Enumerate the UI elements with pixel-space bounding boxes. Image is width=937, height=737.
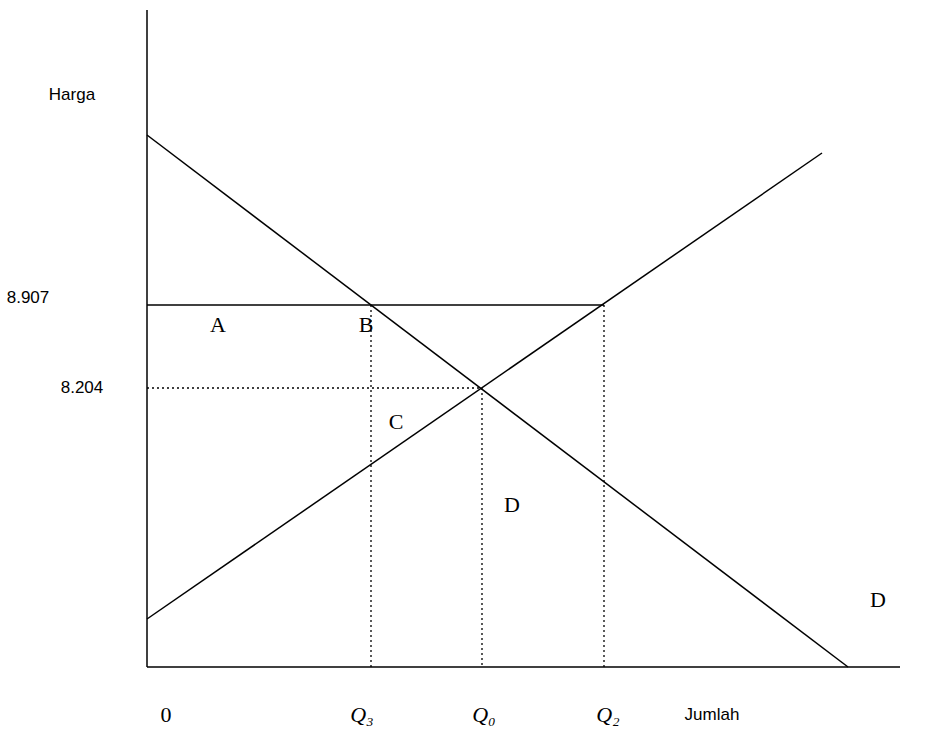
quantity-guide <box>481 388 482 667</box>
supply-curve <box>147 153 822 619</box>
axis-title: Jumlah <box>685 706 740 725</box>
quantity-label: Q₀ <box>472 703 496 727</box>
price-ceiling-line <box>147 304 604 306</box>
curve-label: D <box>870 588 886 612</box>
price-value: 8.204 <box>61 379 104 398</box>
area-label: C <box>389 410 404 434</box>
equilibrium-price-line <box>147 387 482 388</box>
price-value: 8.907 <box>7 289 50 308</box>
origin-label: 0 <box>161 703 172 727</box>
price-axis <box>146 10 148 667</box>
area-label: D <box>504 493 520 517</box>
area-label: B <box>359 313 374 337</box>
quantity-guide <box>370 305 371 667</box>
quantity-label: Q₂ <box>596 703 620 727</box>
axis-title: Harga <box>49 86 95 105</box>
area-label: A <box>210 313 226 337</box>
quantity-guide <box>603 305 604 667</box>
quantity-axis <box>147 666 900 668</box>
demand-curve <box>147 135 848 667</box>
quantity-label: Q₃ <box>350 703 374 727</box>
